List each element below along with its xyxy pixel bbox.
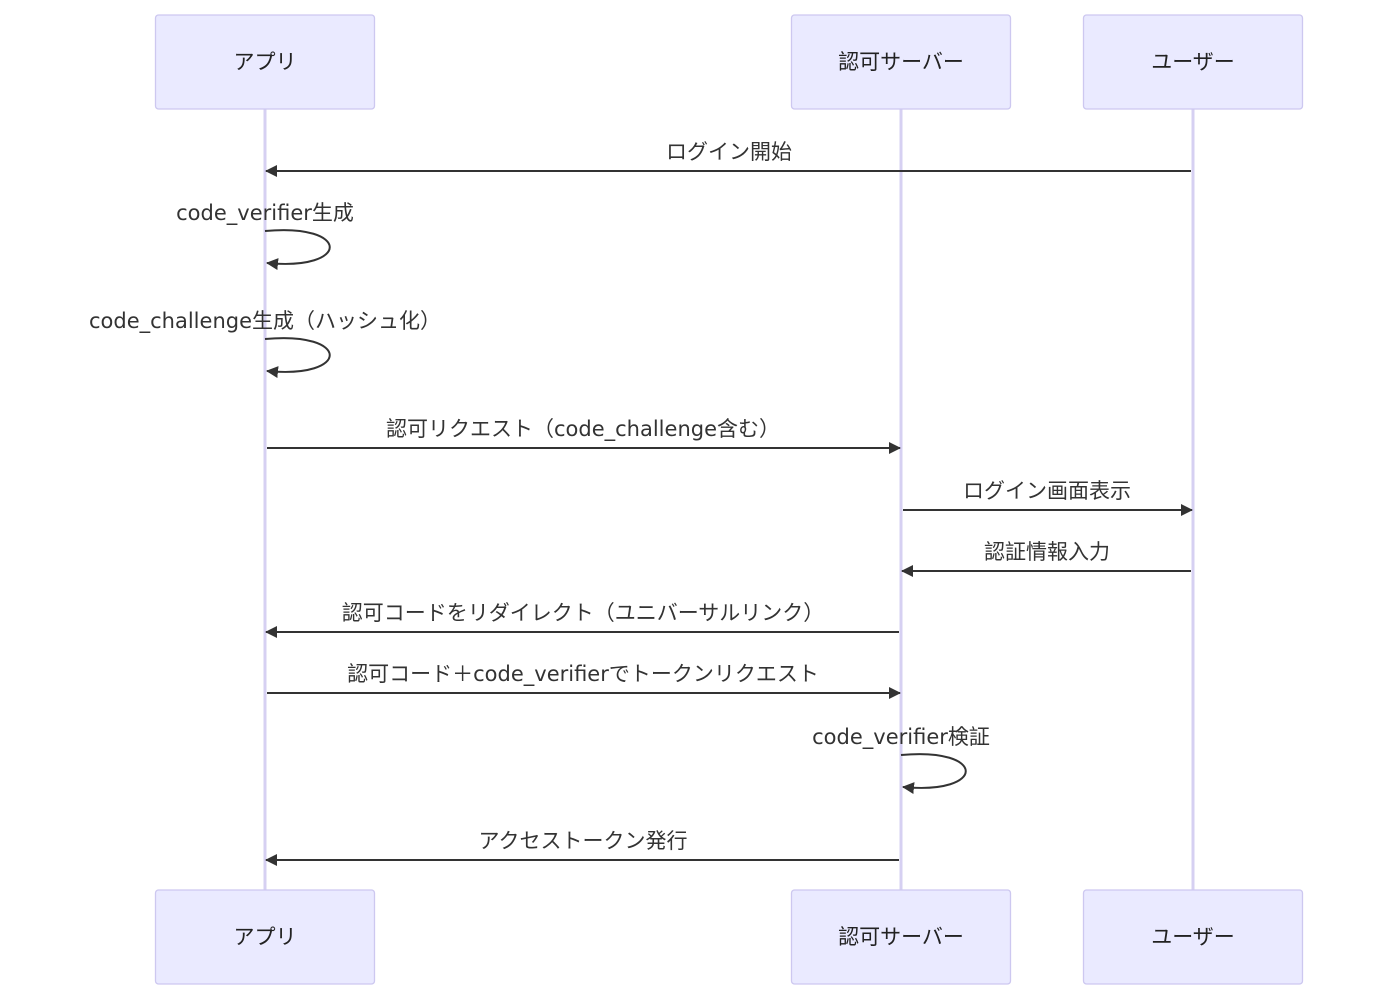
- self-message-loop: [264, 229, 331, 271]
- message-5: ログイン画面表示: [903, 479, 1193, 516]
- message-label: code_challenge生成（ハッシュ化）: [89, 309, 441, 334]
- message-10: アクセストークン発行: [265, 829, 899, 866]
- message-label: code_verifier生成: [176, 201, 354, 226]
- actor-user-top: ユーザー: [1082, 14, 1304, 110]
- message-label: ログイン画面表示: [963, 479, 1131, 503]
- actors-top: アプリ 認可サーバー ユーザー: [154, 14, 1304, 110]
- lifelines: [263, 109, 1195, 890]
- message-label: 認可リクエスト（code_challenge含む）: [386, 417, 780, 442]
- actor-box: [790, 14, 1012, 110]
- message-label: ログイン開始: [666, 140, 792, 164]
- actor-label: アプリ: [234, 50, 297, 74]
- self-message-loop: [900, 753, 967, 795]
- actor-box: [1082, 14, 1304, 110]
- messages: ログイン開始 code_verifier生成 code_challenge生成（ハッ…: [89, 140, 1193, 866]
- message-6: 認証情報入力: [901, 540, 1191, 577]
- self-message-loop: [264, 337, 331, 379]
- actor-label: アプリ: [234, 925, 297, 949]
- actor-label: ユーザー: [1151, 925, 1235, 949]
- message-1: ログイン開始: [265, 140, 1191, 177]
- message-label: code_verifier検証: [812, 725, 990, 750]
- actor-box: [1082, 889, 1304, 985]
- message-8: 認可コード＋code_verifierでトークンリクエスト: [267, 662, 901, 699]
- actors-bottom: アプリ 認可サーバー ユーザー: [154, 889, 1304, 985]
- message-label: 認可コードをリダイレクト（ユニバーサルリンク）: [342, 601, 825, 625]
- actor-label: 認可サーバー: [838, 50, 964, 74]
- message-9: code_verifier検証: [812, 725, 990, 795]
- message-label: 認可コード＋code_verifierでトークンリクエスト: [347, 662, 819, 687]
- message-7: 認可コードをリダイレクト（ユニバーサルリンク）: [265, 601, 899, 638]
- actor-auth-bottom: 認可サーバー: [790, 889, 1012, 985]
- message-2: code_verifier生成: [176, 201, 354, 271]
- actor-box: [154, 889, 376, 985]
- actor-user-bottom: ユーザー: [1082, 889, 1304, 985]
- message-label: アクセストークン発行: [479, 829, 688, 853]
- actor-box: [790, 889, 1012, 985]
- actor-label: 認可サーバー: [838, 925, 964, 949]
- message-3: code_challenge生成（ハッシュ化）: [89, 309, 441, 379]
- actor-label: ユーザー: [1151, 50, 1235, 74]
- actor-auth-top: 認可サーバー: [790, 14, 1012, 110]
- actor-box: [154, 14, 376, 110]
- actor-app-bottom: アプリ: [154, 889, 376, 985]
- message-label: 認証情報入力: [984, 540, 1110, 564]
- message-4: 認可リクエスト（code_challenge含む）: [267, 417, 901, 454]
- actor-app-top: アプリ: [154, 14, 376, 110]
